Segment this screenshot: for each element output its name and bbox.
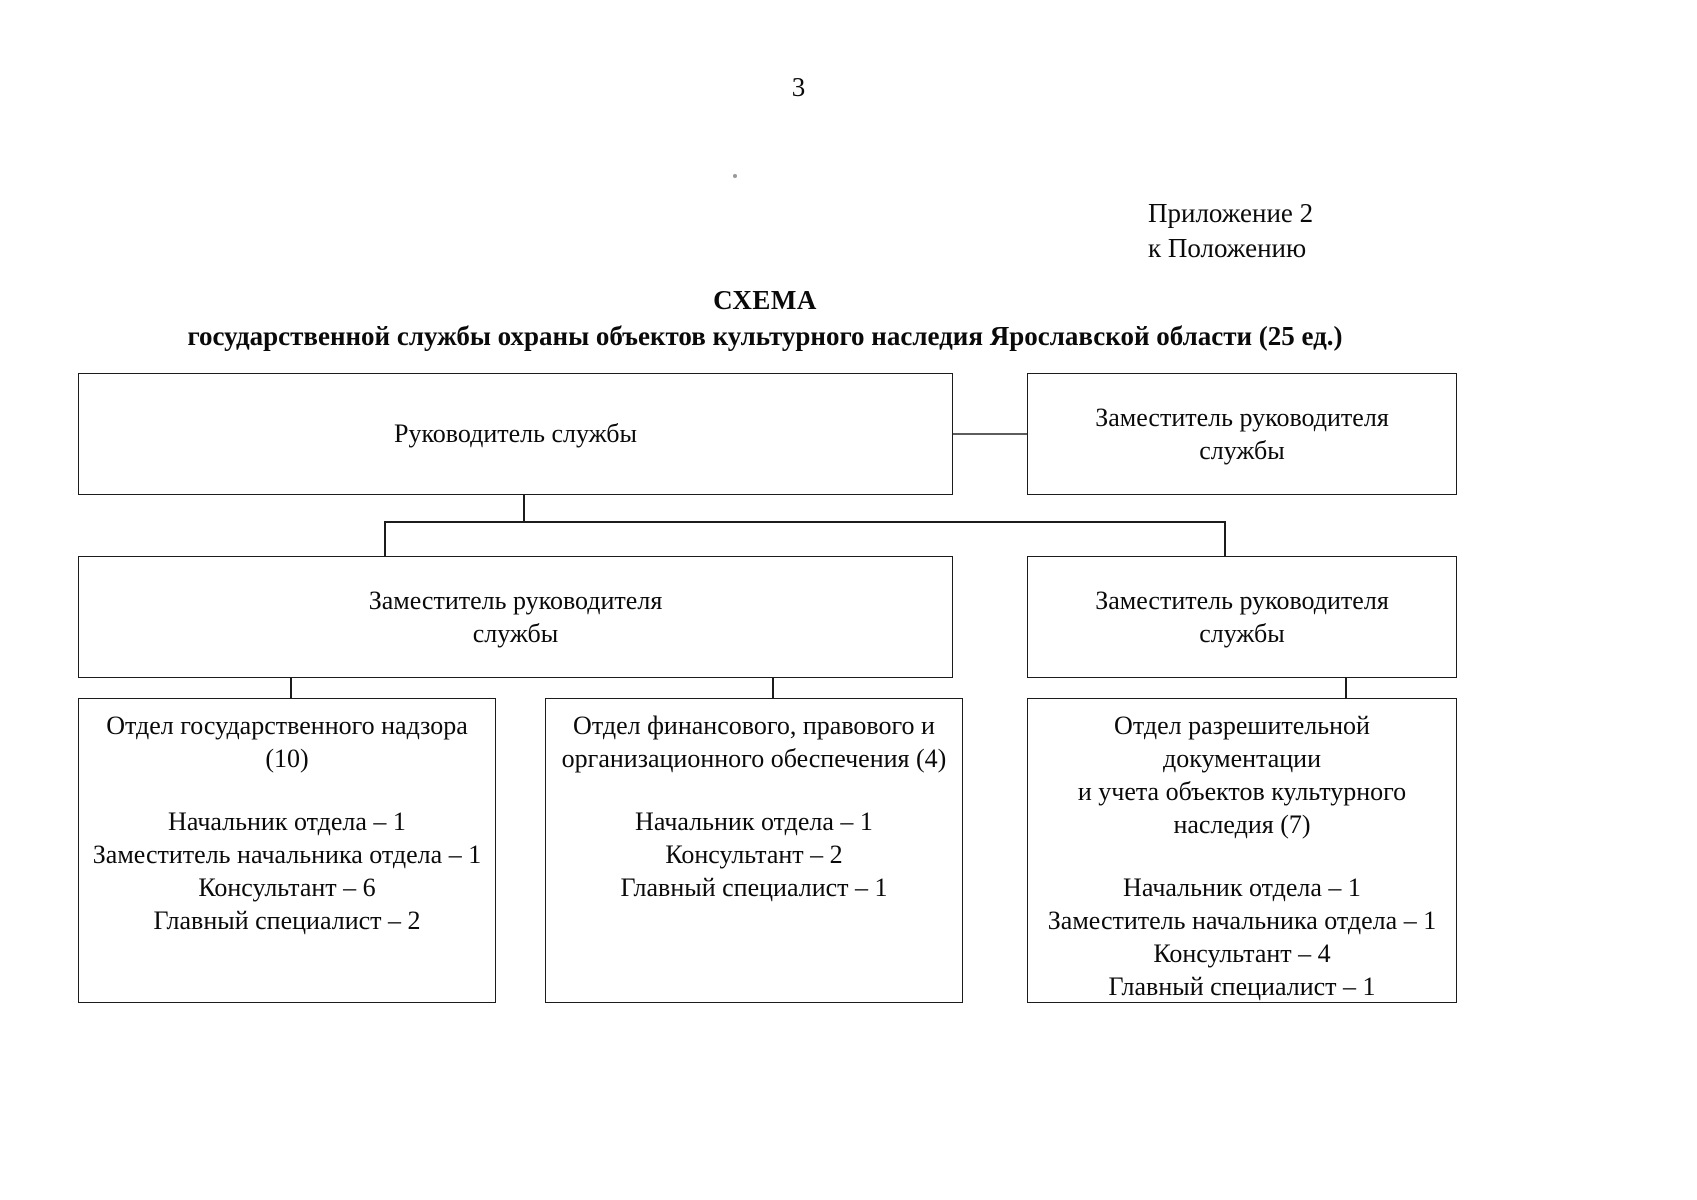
staff-line: Консультант – 2	[665, 840, 843, 869]
org-node-head-label: Руководитель службы	[394, 419, 637, 448]
org-node-deputy-left-label: Заместитель руководителя службы	[368, 586, 663, 648]
staff-line: Начальник отдела – 1	[1123, 873, 1361, 902]
connector-deputy-left-to-dept-1	[290, 678, 292, 700]
org-node-head[interactable]: Руководитель службы	[78, 373, 953, 495]
connector-head-to-deputy-top	[953, 433, 1027, 435]
department-2-title: Отдел финансового, правового и организац…	[561, 711, 947, 773]
org-node-department-1[interactable]: Отдел государственного надзора (10) Нача…	[78, 698, 496, 1003]
staff-line: Главный специалист – 1	[620, 873, 888, 902]
connector-bus-to-deputy-left	[384, 521, 386, 556]
org-node-deputy-right-label: Заместитель руководителя службы	[1095, 586, 1389, 648]
staff-line: Консультант – 4	[1153, 939, 1331, 968]
org-node-department-2[interactable]: Отдел финансового, правового и организац…	[545, 698, 963, 1003]
connector-bus-to-deputy-right	[1224, 521, 1226, 556]
page-number: 3	[791, 72, 806, 102]
staff-line: Начальник отдела – 1	[635, 807, 873, 836]
connector-deputy-right-to-dept-3	[1345, 678, 1347, 700]
staff-line: Заместитель начальника отдела – 1	[1047, 906, 1437, 935]
org-node-deputy-top[interactable]: Заместитель руководителя службы	[1027, 373, 1457, 495]
org-node-deputy-left[interactable]: Заместитель руководителя службы	[78, 556, 953, 678]
title-block: СХЕМА государственной службы охраны объе…	[0, 283, 1530, 353]
department-1-staff: Начальник отдела – 1 Заместитель начальн…	[93, 805, 481, 937]
page-speck	[733, 174, 737, 178]
appendix-reference: Приложение 2 к Положению	[1148, 196, 1313, 266]
appendix-line-1: Приложение 2	[1148, 198, 1314, 228]
staff-line: Консультант – 6	[198, 873, 376, 902]
department-3-title: Отдел разрешительной документации и учет…	[1077, 711, 1407, 839]
connector-level2-bus	[384, 521, 1226, 523]
department-2-staff: Начальник отдела – 1 Консультант – 2 Гла…	[620, 805, 887, 904]
connector-deputy-left-to-dept-2	[772, 678, 774, 700]
org-node-deputy-right[interactable]: Заместитель руководителя службы	[1027, 556, 1457, 678]
org-node-department-3[interactable]: Отдел разрешительной документации и учет…	[1027, 698, 1457, 1003]
staff-line: Заместитель начальника отдела – 1	[92, 840, 482, 869]
department-3-staff: Начальник отдела – 1 Заместитель начальн…	[1048, 871, 1436, 1003]
appendix-line-2: к Положению	[1148, 233, 1307, 263]
staff-line: Главный специалист – 1	[1108, 972, 1376, 1001]
page-title: СХЕМА	[713, 285, 817, 315]
staff-line: Начальник отдела – 1	[168, 807, 406, 836]
page-subtitle: государственной службы охраны объектов к…	[187, 321, 1343, 351]
connector-head-drop	[523, 495, 525, 523]
department-1-title: Отдел государственного надзора (10)	[106, 711, 468, 773]
org-node-deputy-top-label: Заместитель руководителя службы	[1095, 403, 1389, 465]
staff-line: Главный специалист – 2	[153, 906, 421, 935]
